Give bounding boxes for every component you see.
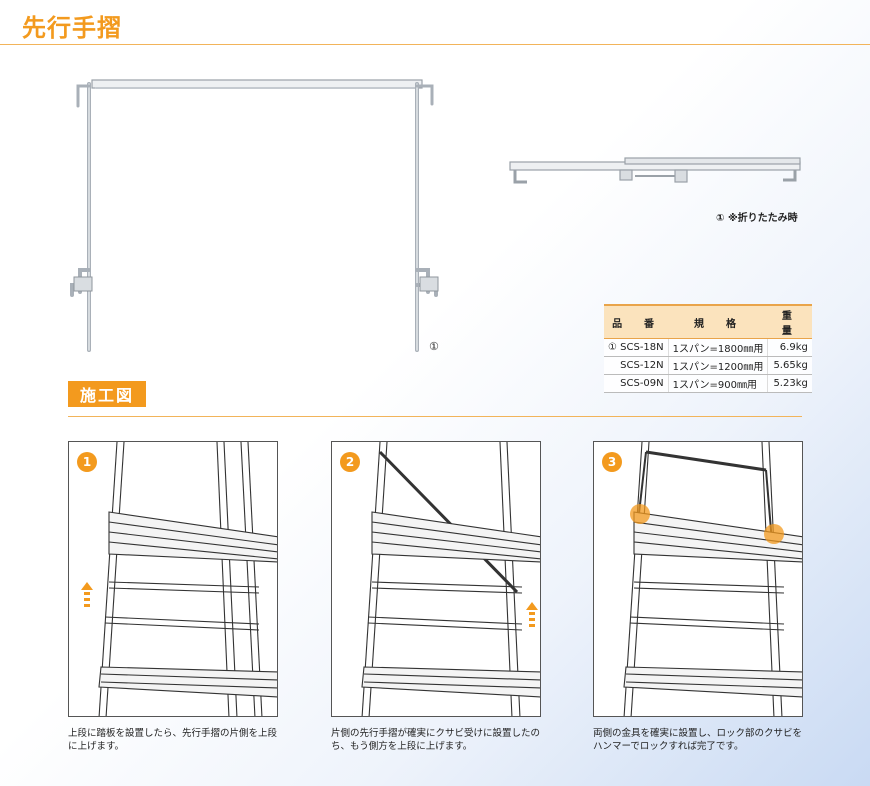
specification: 1スパン=900㎜用: [667, 374, 768, 393]
weight: 5.23kg: [767, 374, 812, 393]
step-3: 3 両側の金具を確実に設置し、ロック部のクサビをハンマーでロックすれば完了です。: [593, 441, 803, 753]
step-number: 2: [340, 452, 360, 472]
spec-table-header-row: 品 番 規 格 重 量: [604, 304, 812, 339]
scaffold-illustration: [623, 442, 802, 716]
weight: 6.9kg: [767, 338, 812, 357]
step-number: 3: [602, 452, 622, 472]
part-number: SCS-09N: [604, 374, 669, 393]
step-caption: 両側の金具を確実に設置し、ロック部のクサビをハンマーでロックすれば完了です。: [593, 728, 803, 752]
spec-table: 品 番 規 格 重 量 ① SCS-18N 1スパン=1800㎜用 6.9kg …: [604, 304, 812, 393]
product-marker: ①: [429, 340, 439, 353]
title-divider: [0, 44, 870, 45]
table-row: SCS-12N 1スパン=1200㎜用 5.65kg: [604, 356, 812, 375]
part-number: SCS-12N: [604, 356, 669, 375]
table-row: ① SCS-18N 1スパン=1800㎜用 6.9kg: [604, 338, 812, 357]
step-caption: 上段に踏板を設置したら、先行手摺の片側を上段に上げます。: [68, 728, 278, 752]
step-number: 1: [77, 452, 97, 472]
header-weight: 重 量: [767, 304, 812, 339]
header-part-number: 品 番: [604, 304, 669, 339]
scaffold-illustration: [361, 442, 540, 716]
folded-handrail-photo: [509, 157, 801, 184]
scaffold-illustration: [81, 442, 277, 716]
step-illustration: 1: [68, 441, 278, 717]
section-title: 施工図: [68, 381, 146, 407]
step-illustration: 3: [593, 441, 803, 717]
step-illustration: 2: [331, 441, 541, 717]
header-specification: 規 格: [668, 304, 768, 339]
page-title: 先行手摺: [22, 14, 122, 42]
part-number: ① SCS-18N: [604, 338, 669, 357]
folded-caption: ① ※折りたたみ時: [716, 213, 798, 224]
section-divider: [68, 416, 802, 417]
weight: 5.65kg: [767, 356, 812, 375]
specification: 1スパン=1800㎜用: [667, 338, 768, 357]
step-1: 1 上段に踏板を設置したら、先行手摺の片側を上段に上げます。: [68, 441, 278, 753]
specification: 1スパン=1200㎜用: [667, 356, 768, 375]
table-row: SCS-09N 1スパン=900㎜用 5.23kg: [604, 374, 812, 393]
step-2: 2 片側の先行手摺が確実にクサビ受けに設置したのち、もう側方を上段に上げます。: [331, 441, 541, 753]
step-caption: 片側の先行手摺が確実にクサビ受けに設置したのち、もう側方を上段に上げます。: [331, 728, 541, 752]
handrail-photo: [70, 79, 439, 352]
